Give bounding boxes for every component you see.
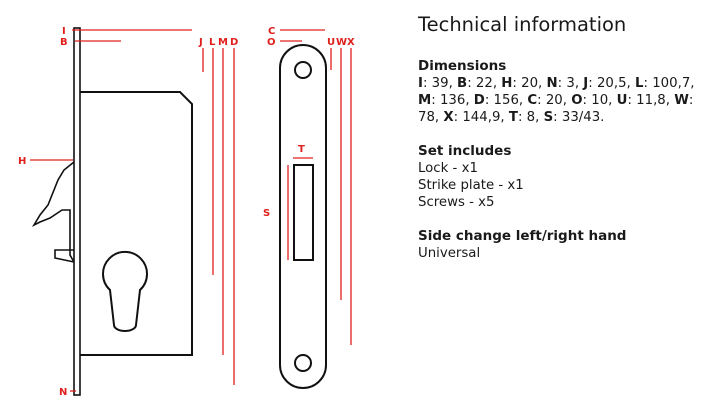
label-l: L (209, 37, 216, 48)
lock-technical-drawing: I B H N J L M D C O U W X T S (18, 26, 355, 398)
set-includes-list: Lock - x1 Strike plate - x1 Screws - x5 (418, 160, 703, 211)
strike-plate (279, 44, 327, 389)
dimension-lines (30, 29, 352, 392)
dimension-item: S: 33/43. (543, 110, 605, 125)
dimension-item: H: 20, (501, 76, 547, 91)
label-n: N (59, 387, 67, 398)
dimension-item: I: 39, (418, 76, 458, 91)
dimension-item: D: 156, (473, 93, 528, 108)
dimension-item: B: 22, (457, 76, 502, 91)
dimension-item: M: 136, (418, 93, 474, 108)
dimension-item: X: 144,9, (443, 110, 509, 125)
set-item: Lock - x1 (418, 161, 478, 176)
dimension-item: O: 10, (571, 93, 617, 108)
dimensions-heading: Dimensions (418, 58, 507, 74)
dimension-item: J: 20,5, (583, 76, 636, 91)
technical-information: Technical information Dimensions I: 39, … (418, 12, 703, 262)
dimension-item: T: 8, (508, 110, 544, 125)
dimension-item: U: 11,8, (616, 93, 675, 108)
set-item: Screws - x5 (418, 195, 495, 210)
label-c: C (268, 26, 275, 37)
label-o: O (267, 37, 276, 48)
dimension-labels: I B H N J L M D C O U W X T S (18, 26, 355, 398)
label-j: J (198, 37, 203, 48)
label-b: B (60, 37, 68, 48)
side-change-heading: Side change left/right hand (418, 228, 627, 244)
label-d: D (230, 37, 238, 48)
dimensions-list: I: 39, B: 22, H: 20, N: 3, J: 20,5, L: 1… (418, 75, 703, 126)
dimension-item: L: 100,7, (635, 76, 695, 91)
dimension-item: W: 78, (418, 93, 694, 125)
page-title: Technical information (418, 13, 627, 36)
label-i: I (62, 26, 66, 37)
side-change-value: Universal (418, 246, 481, 261)
label-s: S (263, 208, 270, 219)
label-m: M (218, 37, 228, 48)
label-w: W (336, 37, 347, 48)
set-includes-heading: Set includes (418, 143, 512, 159)
dimension-item: C: 20, (527, 93, 572, 108)
keyhole (102, 250, 148, 332)
dimension-item: N: 3, (546, 76, 584, 91)
label-t: T (298, 144, 305, 155)
lock-body (31, 27, 193, 396)
set-item: Strike plate - x1 (418, 178, 524, 193)
label-x: X (347, 37, 355, 48)
label-h: H (18, 156, 26, 167)
label-u: U (327, 37, 335, 48)
